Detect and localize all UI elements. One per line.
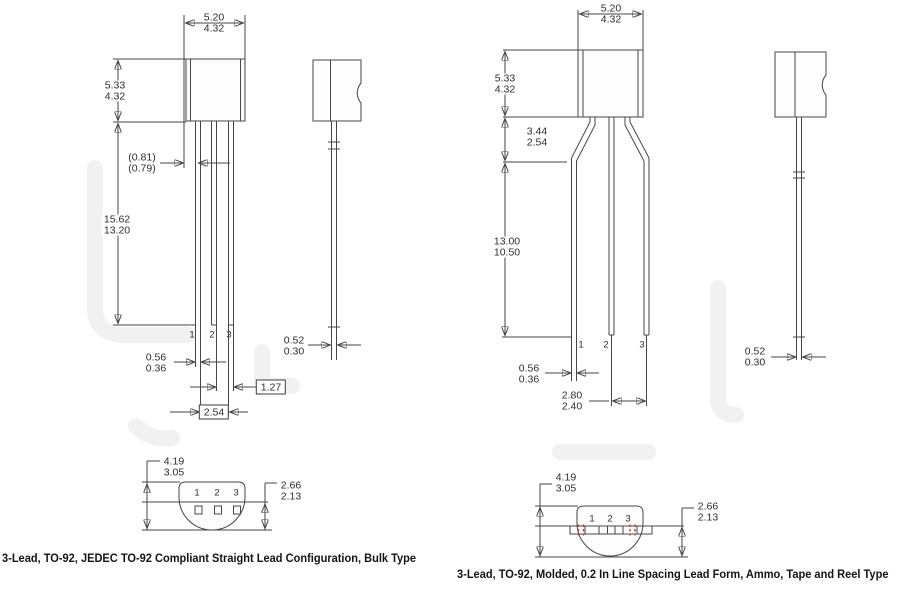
left-dim-body-width: 5.20 4.32 — [203, 11, 225, 34]
right-bottom-pin-label-2: 2 — [607, 513, 613, 525]
right-dim-lead-spacing: 2.80 2.40 — [561, 389, 583, 412]
right-front-pin-label-1: 1 — [578, 339, 584, 351]
left-bottom-view — [142, 460, 277, 531]
right-dim-bottom-chord-depth: 2.66 2.13 — [697, 500, 719, 523]
right-bottom-view — [535, 483, 694, 558]
left-front-pin-label-3: 3 — [226, 329, 232, 341]
left-bottom-pin2 — [214, 505, 222, 515]
left-bottom-pin-label-2: 2 — [214, 487, 220, 499]
right-dim-shoulder-height: 3.44 2.54 — [526, 125, 548, 148]
right-bottom-lead-strip — [569, 525, 653, 535]
left-dim-lead-width: 0.56 0.36 — [145, 351, 167, 374]
right-bottom-body — [576, 505, 644, 557]
left-side-view — [308, 59, 362, 360]
left-dim-bottom-chord-depth: 2.66 2.13 — [280, 479, 302, 502]
left-dim-bottom-depth: 4.19 3.05 — [163, 455, 185, 478]
formed-lead-position-marks — [577, 524, 636, 536]
left-dim-body-height: 5.33 4.32 — [102, 79, 128, 102]
right-dim-lead-width: 0.56 0.36 — [518, 362, 540, 385]
left-bottom-pin-label-3: 3 — [233, 487, 239, 499]
right-dim-lead-length: 13.00 10.50 — [491, 235, 523, 258]
right-dim-side-lead-thickness: 0.52 0.30 — [744, 345, 766, 368]
right-leads — [571, 117, 650, 406]
right-bottom-pin-label-1: 1 — [589, 513, 595, 525]
left-dim-lead-pitch: 1.27 — [255, 379, 287, 395]
right-front-pin-label-3: 3 — [639, 339, 645, 351]
left-bottom-pin3 — [233, 505, 241, 515]
left-dim-lead-offset-ref: (0.81) (0.79) — [128, 151, 156, 174]
right-front-pin-label-2: 2 — [603, 339, 609, 351]
left-bottom-body — [178, 481, 246, 531]
right-dim-body-width: 5.20 4.32 — [600, 2, 622, 25]
left-dim-lead-span: 2.54 — [198, 404, 230, 420]
left-dim-side-lead-thickness: 0.52 0.30 — [283, 334, 305, 357]
left-package-body — [185, 58, 246, 122]
right-side-view — [771, 51, 827, 360]
left-side-body — [312, 59, 362, 122]
right-package-body — [577, 49, 644, 118]
left-dim-lead-length: 15.62 13.20 — [101, 213, 133, 236]
left-figure-caption: 3-Lead, TO-92, JEDEC TO-92 Compliant Str… — [2, 551, 417, 565]
right-bottom-pin-label-3: 3 — [625, 513, 631, 525]
left-front-view — [113, 15, 258, 416]
left-front-pin-label-1: 1 — [189, 329, 195, 341]
left-bottom-pin1 — [194, 505, 203, 515]
right-figure-caption: 3-Lead, TO-92, Molded, 0.2 In Line Spaci… — [457, 567, 889, 581]
left-bottom-pin-label-1: 1 — [194, 487, 200, 499]
right-dim-body-height: 5.33 4.32 — [492, 72, 518, 95]
right-dim-bottom-depth: 4.19 3.05 — [555, 471, 577, 494]
watermark — [87, 160, 744, 460]
left-leads — [195, 121, 234, 416]
right-side-body — [774, 51, 827, 118]
right-front-view — [502, 10, 650, 406]
left-front-pin-label-2: 2 — [209, 329, 215, 341]
